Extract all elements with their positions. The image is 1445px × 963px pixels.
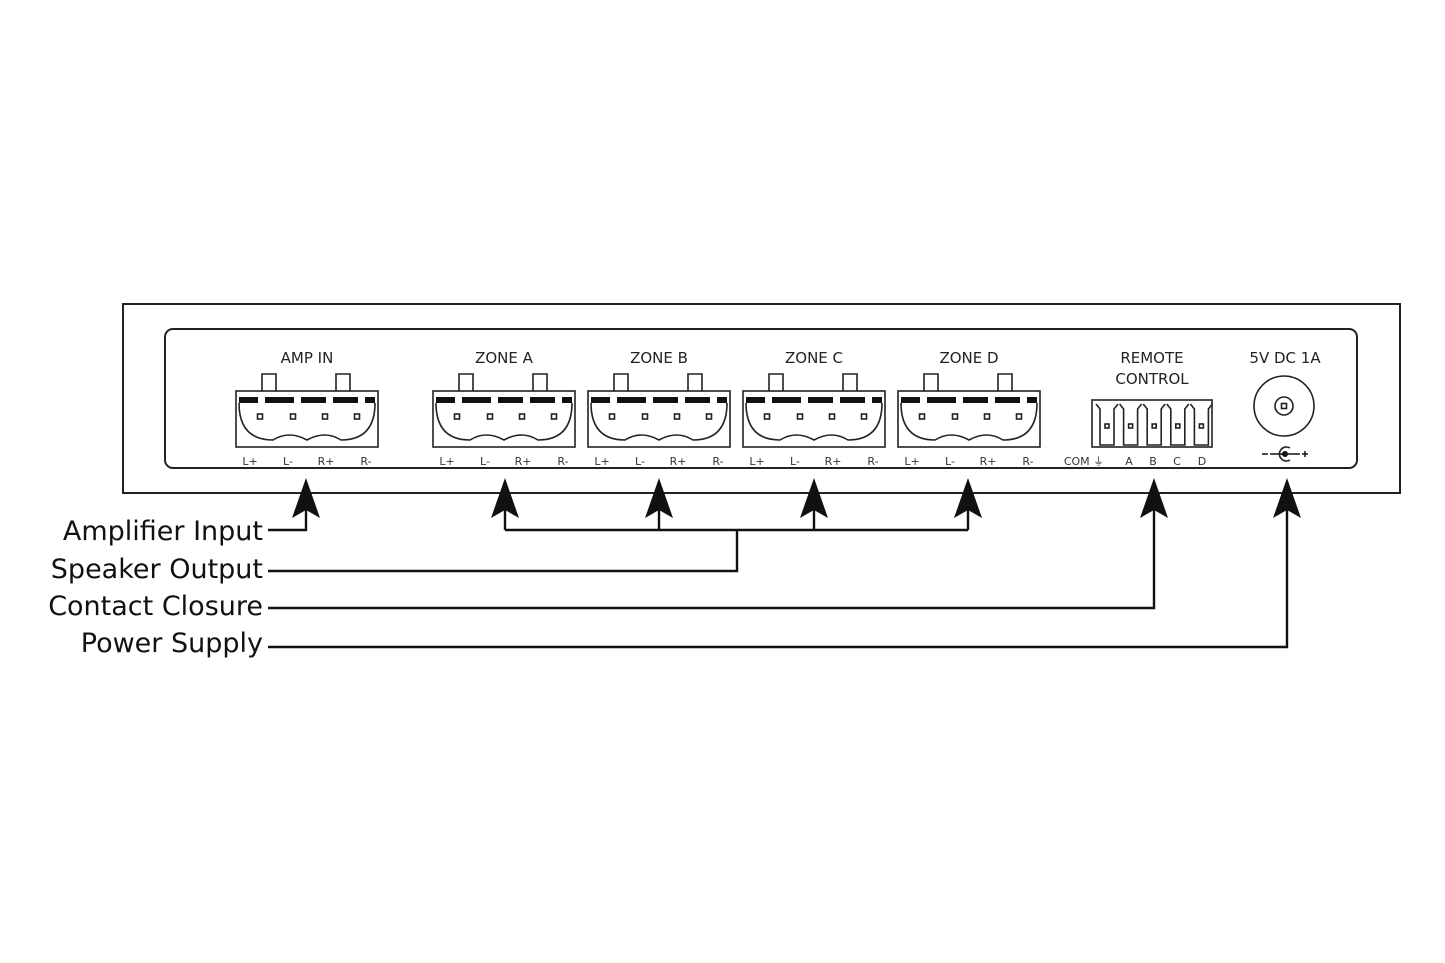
pin-label: R+ [980,455,997,468]
callout-power-supply: Power Supply [81,628,263,659]
arrow-zone-b-icon [645,478,673,518]
pin-label: R- [1022,455,1033,468]
pin-label: L- [790,455,800,468]
power-label: 5V DC 1A [1249,349,1321,367]
remote-pin-label: C [1173,455,1181,468]
connector-label: ZONE C [785,349,843,367]
pin-label: R+ [825,455,842,468]
pin-label: R- [360,455,371,468]
polarity-symbol [1262,446,1308,462]
leader-speaker-output [268,528,968,573]
pin-label: R- [557,455,568,468]
remote-pin-label: A [1125,455,1133,468]
arrow-zone-c-icon [800,478,828,518]
terminal-block-zone-d: ZONE D L+ L- R+ R- [897,349,1041,468]
connector-label: AMP IN [281,349,334,367]
pin-label: L+ [594,455,609,468]
pin-label: L+ [904,455,919,468]
pin-label: R+ [670,455,687,468]
terminal-block-zone-c: ZONE C L+ L- R+ R- [742,349,886,468]
pin-label: R+ [318,455,335,468]
arrow-power-icon [1273,478,1301,518]
callout-amplifier-input: Amplifier Input [63,516,263,547]
arrow-remote-icon [1140,478,1168,518]
remote-label-line1: REMOTE [1120,349,1183,367]
terminal-block-zone-b: ZONE B L+ L- R+ R- [587,349,731,468]
arrow-zone-d-icon [954,478,982,518]
pin-label: L+ [242,455,257,468]
remote-pin-label: B [1149,455,1157,468]
remote-pin-label: D [1198,455,1206,468]
arrow-amp-in-icon [292,478,320,518]
connector-label: ZONE B [630,349,688,367]
pin-label: R- [867,455,878,468]
pin-label: R+ [515,455,532,468]
pin-label: L- [635,455,645,468]
leader-contact-closure [268,510,1156,610]
arrow-zone-a-icon [491,478,519,518]
pin-label: L+ [749,455,764,468]
remote-control-terminal: REMOTE CONTROL COM ⏚ A B C D [1064,349,1214,468]
connector-label: ZONE A [475,349,534,367]
terminal-block-amp-in: AMP IN L+ L- R+ R- [235,349,379,468]
pin-label: L- [945,455,955,468]
remote-pin-label: COM ⏚ [1064,455,1104,468]
power-jack: 5V DC 1A [1249,349,1321,462]
leader-amplifier-input [268,510,308,532]
callout-contact-closure: Contact Closure [48,591,263,622]
connector-label: ZONE D [939,349,998,367]
pin-label: L- [283,455,293,468]
pin-label: L- [480,455,490,468]
terminal-block-zone-a: ZONE A L+ L- R+ R- [432,349,576,468]
pin-label: R- [712,455,723,468]
pin-label: L+ [439,455,454,468]
remote-label-line2: CONTROL [1115,370,1189,388]
callout-speaker-output: Speaker Output [51,554,263,585]
leader-power-supply [268,510,1289,649]
